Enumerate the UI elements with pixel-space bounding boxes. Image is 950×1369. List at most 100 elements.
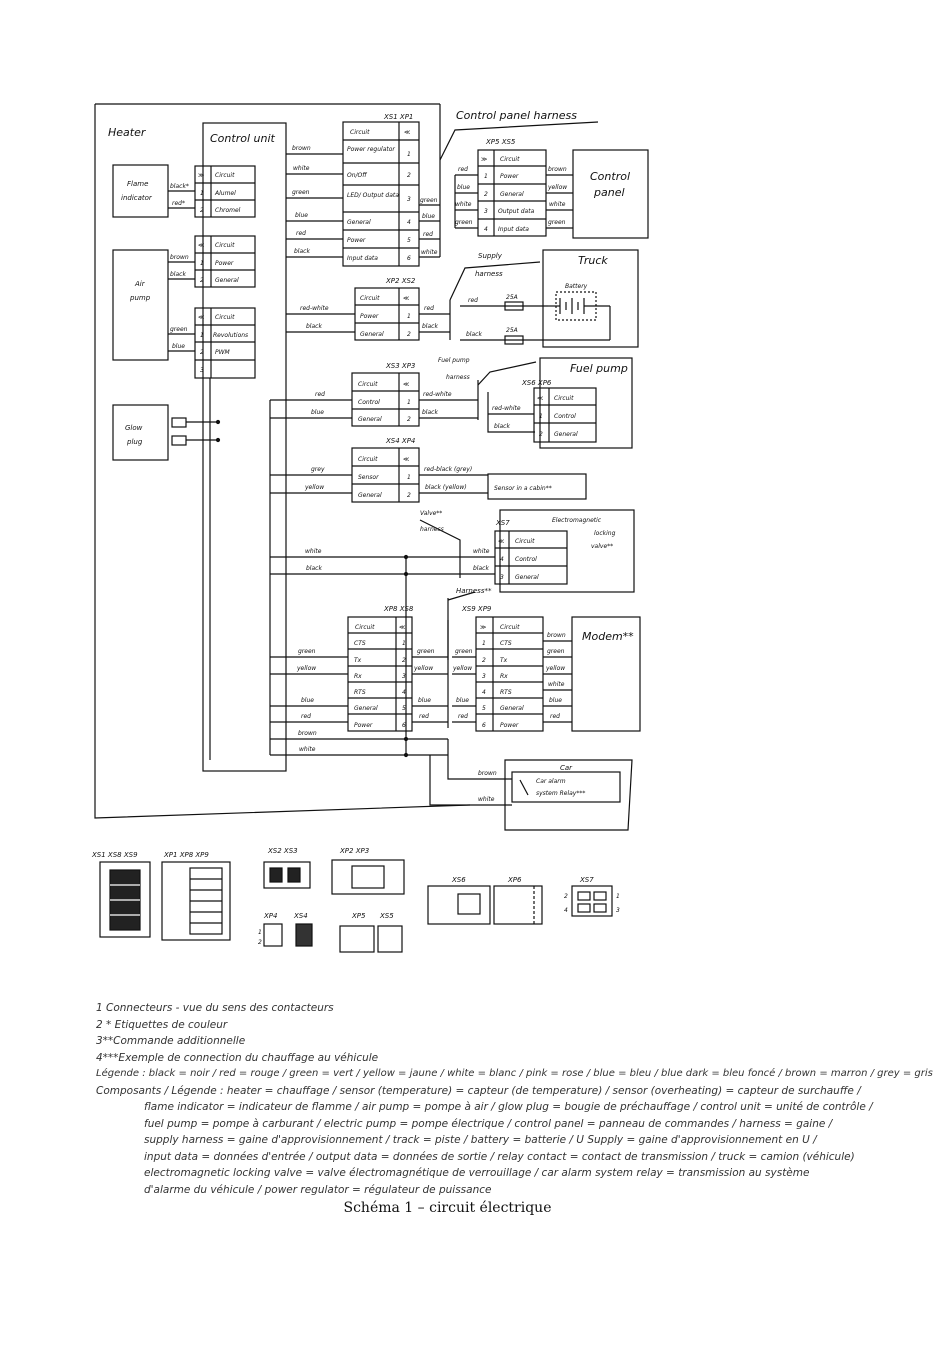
svg-text:4: 4 (564, 907, 568, 914)
svg-text:green: green (548, 219, 566, 226)
xp8-rows-pin: 6 (402, 722, 406, 729)
xp8-rows-pin: 5 (402, 705, 406, 712)
svg-text:Input data: Input data (498, 226, 529, 233)
note-components-7: d'alarme du véhicule / power regulator =… (144, 1183, 492, 1196)
xs9-rows-pin: 1 (482, 640, 486, 647)
xp8-rows-label: Tx (354, 657, 362, 664)
note-components-5: input data = données d'entrée / output d… (144, 1150, 855, 1163)
svg-text:2: 2 (258, 939, 262, 946)
svg-text:harness: harness (446, 374, 470, 381)
svg-text:green: green (292, 189, 310, 196)
svg-text:General: General (554, 431, 578, 438)
svg-text:blue: blue (295, 212, 308, 219)
svg-text:black: black (306, 323, 322, 330)
conn-xp4-icon (263, 923, 283, 947)
note-components-3: fuel pump = pompe à carburant / electric… (144, 1117, 833, 1130)
conn-xp2-icon (331, 859, 405, 895)
svg-text:Power: Power (500, 173, 519, 180)
svg-text:25A: 25A (506, 327, 518, 334)
xs1-xp1-label: XS1 XP1 (383, 113, 413, 121)
svg-text:blue: blue (549, 697, 562, 704)
svg-text:Circuit: Circuit (215, 314, 235, 321)
xs9-rows-pin: 2 (482, 657, 486, 664)
note-components-4: supply harness = gaine d'approvisionneme… (144, 1134, 817, 1146)
glow-plug-box (112, 404, 169, 461)
svg-text:red*: red* (172, 200, 185, 207)
xs9-rows-label: Rx (500, 673, 508, 680)
svg-text:Car: Car (560, 764, 573, 772)
svg-text:brown: brown (298, 730, 317, 737)
svg-text:Power: Power (347, 237, 366, 244)
conn-xp5-icon (339, 925, 375, 953)
svg-text:General: General (360, 331, 384, 338)
conn-xs7-icon (571, 885, 613, 917)
svg-text:pump: pump (129, 294, 151, 302)
svg-text:Circuit: Circuit (358, 381, 378, 388)
conn-xs5-icon (377, 925, 403, 953)
svg-text:≫: ≫ (198, 172, 204, 179)
note-1: 1 Connecteurs - vue du sens des contacte… (96, 1002, 334, 1014)
wiring-diagram: Heater Control unit Flame indicator ≫ Ci… (91, 103, 649, 953)
svg-text:green: green (455, 219, 473, 226)
xp8-rows-pin: 2 (402, 657, 406, 664)
xp8-rows-pin: 3 (402, 673, 406, 680)
svg-text:red-white: red-white (300, 305, 329, 312)
svg-text:Sensor in a cabin**: Sensor in a cabin** (494, 485, 552, 492)
xp2-xs2-label: XP2 XS2 (385, 277, 416, 285)
xs9-rows-pin: 3 (482, 673, 486, 680)
svg-text:white: white (478, 796, 495, 803)
svg-text:Control: Control (515, 556, 537, 563)
conn-xs5-label: XS5 (379, 912, 394, 920)
truck-box (542, 249, 639, 348)
xp8-rows-label: CTS (354, 640, 366, 647)
svg-text:black: black (494, 423, 510, 430)
valve-harness-label: Valve** (420, 510, 442, 517)
svg-text:1: 1 (200, 332, 204, 339)
note-components-6: electromagnetic locking valve = valve él… (144, 1167, 810, 1179)
svg-text:PWM: PWM (215, 349, 231, 356)
heater-label: Heater (108, 126, 147, 139)
svg-text:3: 3 (407, 196, 411, 203)
svg-text:panel: panel (593, 186, 625, 199)
sensor-cabin-box (487, 473, 587, 500)
svg-text:On/Off: On/Off (347, 172, 367, 179)
svg-text:Glow: Glow (125, 424, 143, 432)
xp8-xs8-label: XP8 XS8 (383, 605, 414, 613)
svg-text:black: black (170, 271, 186, 278)
svg-text:Truck: Truck (578, 254, 608, 267)
svg-text:blue: blue (311, 409, 324, 416)
svg-text:blue: blue (456, 697, 469, 704)
xp8-rows-pin: 1 (402, 640, 406, 647)
svg-text:system Relay***: system Relay*** (536, 790, 585, 797)
modem-box (571, 616, 641, 732)
xp5-xs5-label: XP5 XS5 (485, 138, 516, 146)
svg-text:3: 3 (484, 208, 488, 215)
conn-xs6-label: XS6 (451, 876, 466, 884)
svg-text:red-white: red-white (492, 405, 521, 412)
xs9-rows-pin: 6 (482, 722, 486, 729)
svg-text:yellow: yellow (304, 484, 324, 491)
air-pump-box (112, 249, 169, 361)
svg-text:red: red (419, 713, 429, 720)
svg-text:grey: grey (311, 466, 325, 473)
svg-text:≪: ≪ (403, 456, 409, 463)
svg-text:1: 1 (484, 173, 488, 180)
xs9-xp9-label: XS9 XP9 (461, 605, 492, 613)
xs9-rows-label: RTS (500, 689, 512, 696)
svg-text:6: 6 (407, 255, 411, 262)
svg-text:≪: ≪ (537, 395, 543, 402)
svg-text:1: 1 (258, 929, 262, 936)
note-3: 3**Commande additionnelle (96, 1035, 246, 1047)
xs7-connector (494, 530, 568, 585)
conn-xs2-icon (263, 861, 311, 889)
svg-text:Circuit: Circuit (515, 538, 535, 545)
svg-text:red-white: red-white (423, 391, 452, 398)
svg-text:General: General (500, 191, 524, 198)
svg-text:black: black (306, 565, 322, 572)
svg-text:white: white (548, 681, 565, 688)
em-valve-box (499, 509, 635, 593)
fuel-pump-box (539, 357, 633, 449)
svg-text:Circuit: Circuit (215, 172, 235, 179)
svg-text:green: green (298, 648, 316, 655)
conn-xs4-icon (295, 923, 313, 947)
